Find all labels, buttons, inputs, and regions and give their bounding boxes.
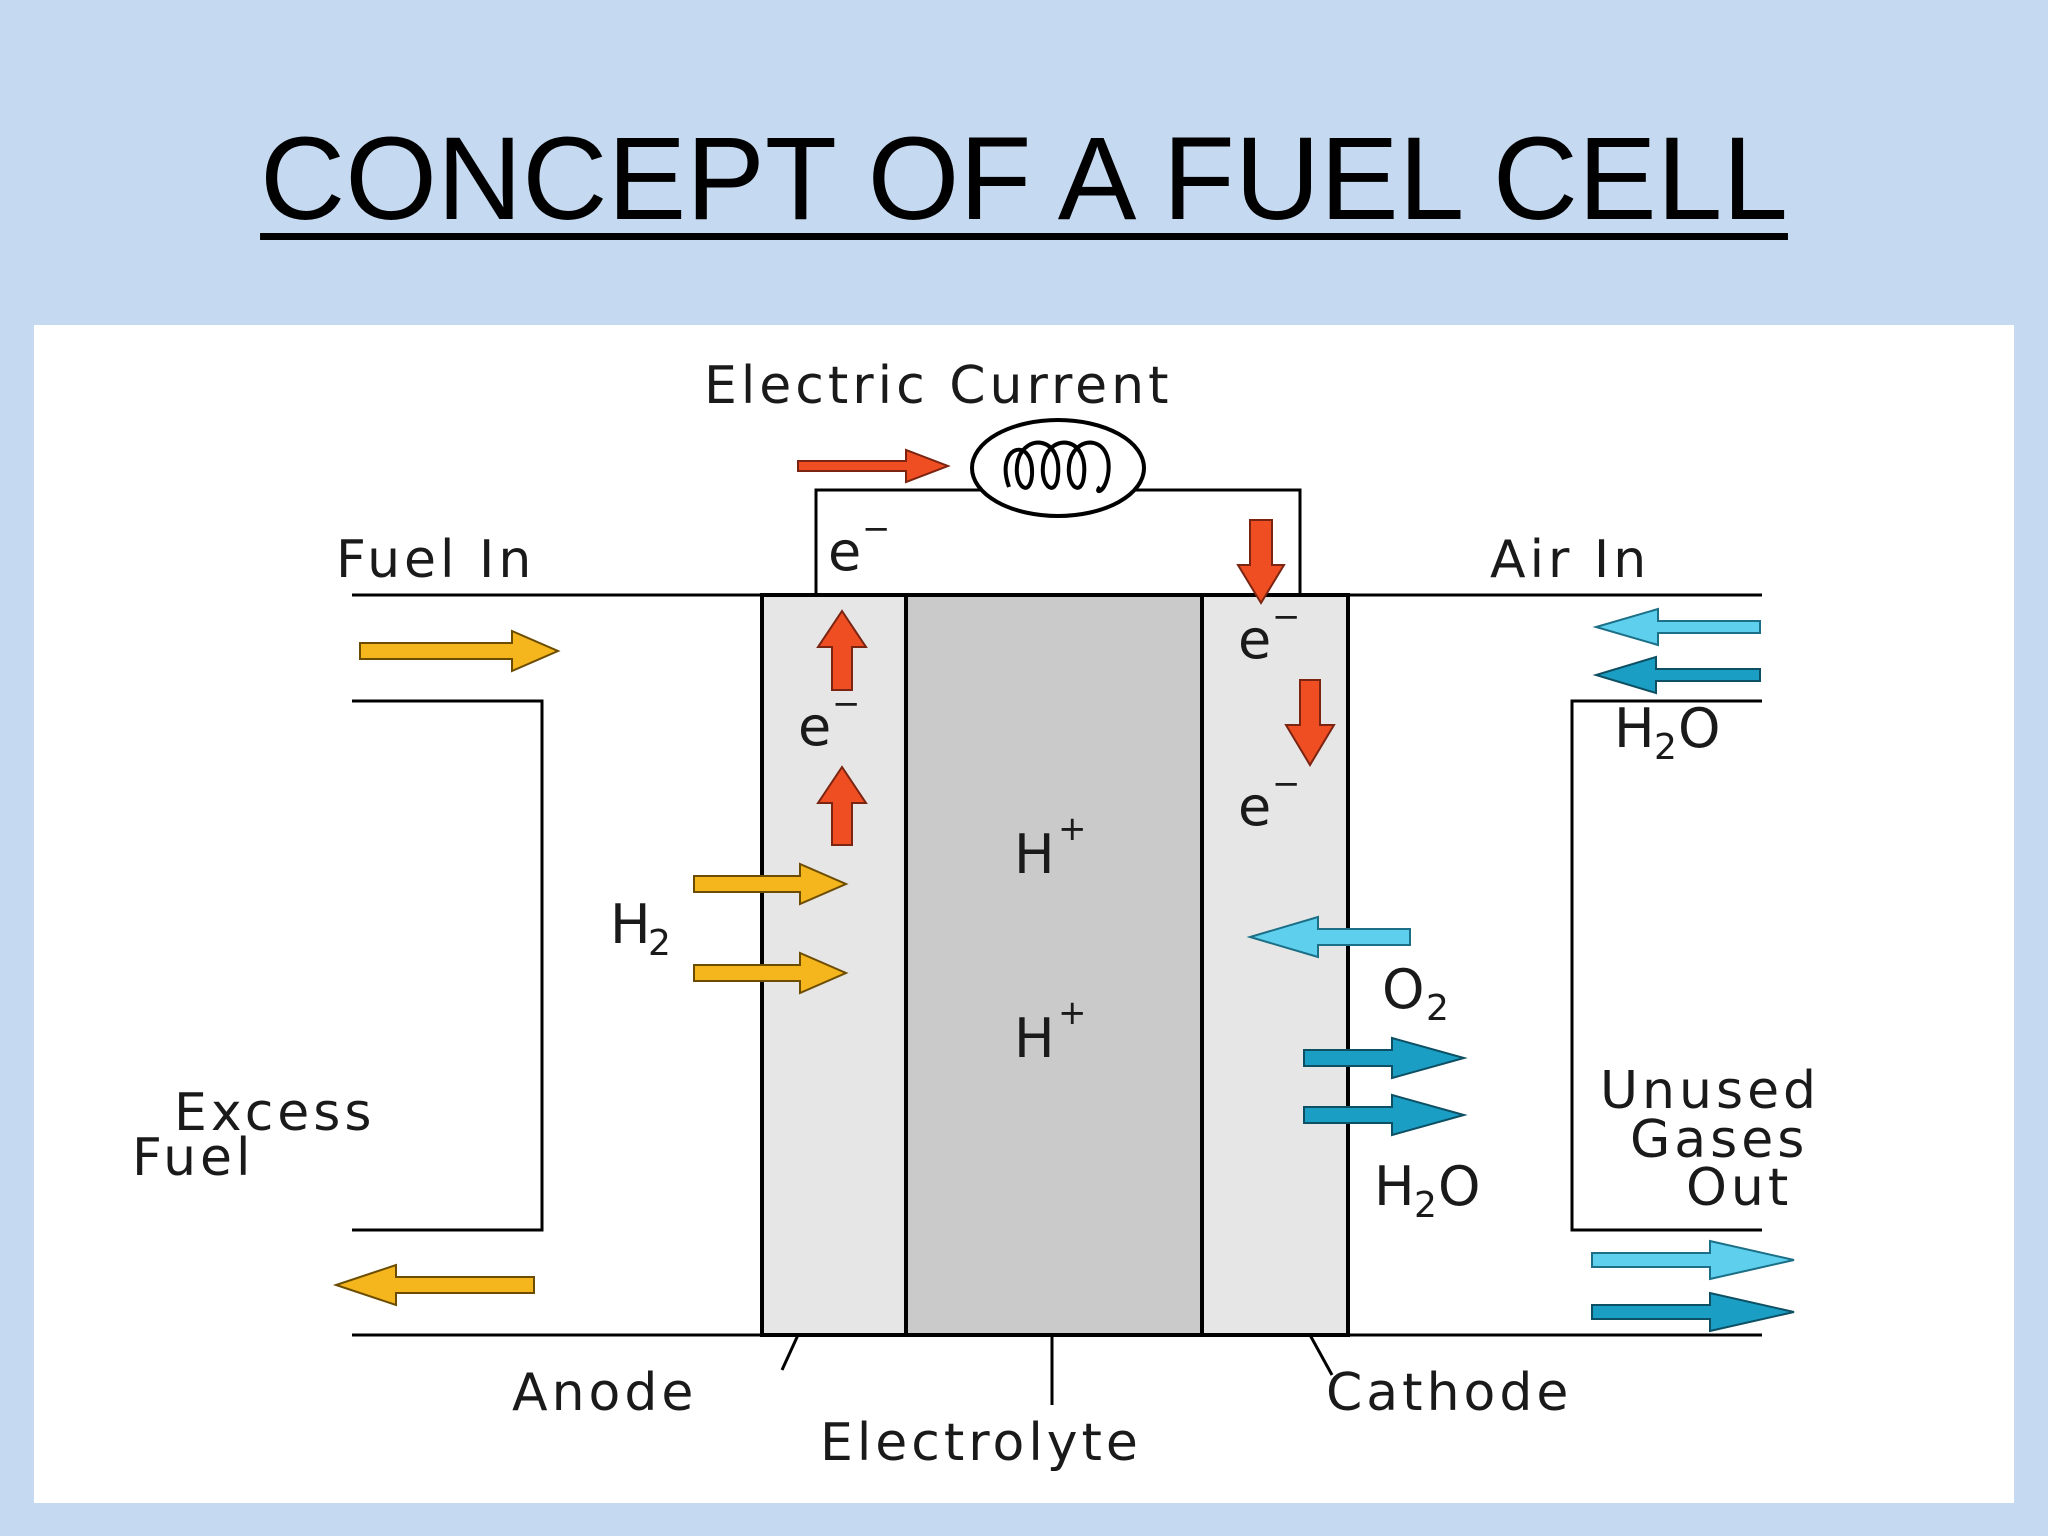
svg-text:H: H <box>610 893 651 956</box>
svg-text:O: O <box>1678 697 1721 760</box>
electron-arrow-anode-up-2[interactable] <box>816 765 868 846</box>
svg-text:e: e <box>1238 775 1271 838</box>
electron-arrow-top-right[interactable] <box>797 448 951 484</box>
fuel-in-label: Fuel In <box>336 530 535 590</box>
water-symbol-right: H 2 O <box>1614 697 1721 768</box>
electron-symbol-cathode-2: e − <box>1238 764 1301 838</box>
diagram-panel: Electric Current Fuel In Air In Excess F… <box>34 325 2014 1503</box>
slide-title-text: CONCEPT OF A FUEL CELL <box>260 113 1788 245</box>
svg-text:O: O <box>1382 958 1425 1021</box>
svg-text:e: e <box>828 520 861 583</box>
fuel-cell-diagram: Electric Current Fuel In Air In Excess F… <box>132 356 1820 1473</box>
svg-text:−: − <box>1272 764 1301 804</box>
air-in-label: Air In <box>1490 530 1650 590</box>
water-in-arrow[interactable] <box>1592 655 1761 695</box>
electron-arrow-anode-up-1[interactable] <box>816 609 868 691</box>
electrolyte-layer <box>904 593 1204 1337</box>
excess-fuel-label-line1: Excess <box>174 1083 375 1143</box>
cathode-leader-line <box>1308 1334 1334 1376</box>
svg-text:2: 2 <box>1414 1185 1437 1226</box>
unused-gas-out-arrow-1[interactable] <box>1591 1239 1795 1281</box>
water-symbol-cathode: H 2 O <box>1374 1155 1481 1226</box>
svg-text:2: 2 <box>648 923 671 964</box>
svg-text:H: H <box>1374 1155 1415 1218</box>
excess-fuel-label-line2: Fuel <box>132 1128 254 1188</box>
svg-text:H: H <box>1014 823 1055 886</box>
unused-gases-label-line1: Unused <box>1600 1061 1820 1121</box>
anode-label: Anode <box>512 1363 697 1423</box>
electron-arrow-down-wire[interactable] <box>1236 519 1286 605</box>
o2-symbol: O 2 <box>1382 958 1449 1029</box>
air-return-bracket <box>1570 699 1762 1232</box>
bulb-filament-icon <box>1003 440 1111 494</box>
svg-text:e: e <box>1238 608 1271 671</box>
svg-text:2: 2 <box>1654 727 1677 768</box>
excess-fuel-arrow[interactable] <box>332 1263 535 1307</box>
electron-symbol-cathode-1: e − <box>1238 597 1301 671</box>
electron-symbol-wire-left: e − <box>828 509 891 583</box>
cathode-label: Cathode <box>1326 1363 1572 1423</box>
electric-current-label: Electric Current <box>704 356 1173 416</box>
cathode-layer <box>1200 593 1350 1337</box>
fuel-return-bracket <box>352 699 544 1232</box>
proton-symbol-1: H + <box>1014 809 1087 886</box>
svg-text:O: O <box>1438 1155 1481 1218</box>
water-arrow-1[interactable] <box>1303 1036 1468 1080</box>
electron-symbol-anode: e − <box>798 684 861 758</box>
h2-symbol: H 2 <box>610 893 671 964</box>
electron-arrow-cathode-down[interactable] <box>1284 679 1336 767</box>
svg-text:2: 2 <box>1426 988 1449 1029</box>
svg-text:+: + <box>1058 993 1087 1033</box>
h2-arrow-1[interactable] <box>693 862 849 906</box>
unused-gas-out-arrow-2[interactable] <box>1591 1291 1795 1333</box>
svg-text:e: e <box>798 695 831 758</box>
svg-text:+: + <box>1058 809 1087 849</box>
anode-leader-line <box>780 1334 800 1371</box>
svg-text:H: H <box>1014 1007 1055 1070</box>
o2-arrow-to-cathode[interactable] <box>1246 915 1411 959</box>
h2-arrow-2[interactable] <box>693 951 849 995</box>
svg-text:H: H <box>1614 697 1655 760</box>
unused-gases-label-line3: Out <box>1686 1158 1792 1218</box>
water-arrow-2[interactable] <box>1303 1093 1468 1137</box>
unused-gases-label-line2: Gases <box>1630 1110 1808 1170</box>
svg-text:−: − <box>1272 597 1301 637</box>
svg-text:−: − <box>862 509 891 549</box>
slide-title: CONCEPT OF A FUEL CELL <box>0 120 2048 238</box>
air-in-arrow[interactable] <box>1592 607 1761 647</box>
fuel-in-arrow[interactable] <box>359 629 561 673</box>
electrolyte-label: Electrolyte <box>820 1413 1142 1473</box>
proton-symbol-2: H + <box>1014 993 1087 1070</box>
svg-text:−: − <box>832 684 861 724</box>
